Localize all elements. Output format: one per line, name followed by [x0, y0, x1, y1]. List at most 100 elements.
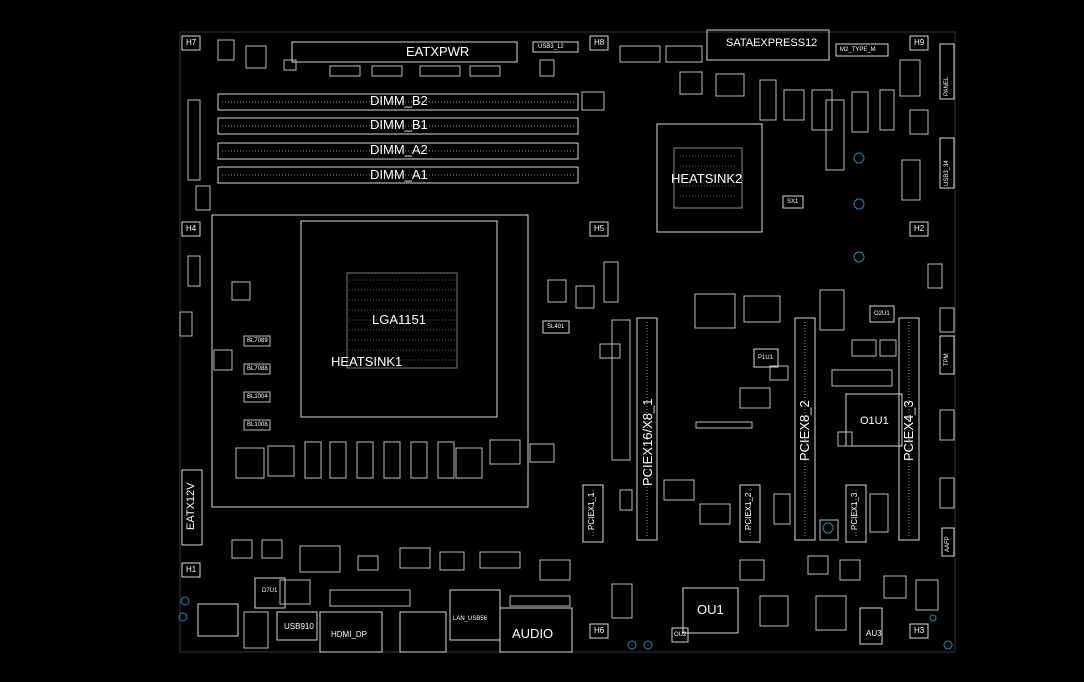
tpm-label: TPM — [944, 353, 950, 366]
via-holes — [178, 152, 953, 650]
heatsink1-label: HEATSINK1 — [331, 354, 403, 369]
cpu-socket-outline — [300, 220, 498, 418]
eatxpwr-connector — [291, 41, 518, 63]
h3-label: H3 — [914, 626, 925, 635]
heatsink2-label: HEATSINK2 — [671, 171, 743, 186]
h8-label: H8 — [594, 38, 605, 47]
h1-mount — [181, 562, 201, 578]
audio-label: AUDIO — [512, 626, 554, 641]
usb910-label: USB910 — [284, 622, 314, 631]
p1u1-label: P1U1 — [758, 355, 774, 361]
au3-chip — [859, 607, 883, 645]
o1u1-chip — [845, 393, 903, 447]
dimm-a2-slot — [217, 142, 579, 160]
usb3-label: USB3_12 — [538, 44, 564, 50]
pciex8-slot — [794, 317, 816, 541]
pciex4-label: PCIEX4_3 — [901, 400, 916, 461]
eatxpwr-label: EATXPWR — [406, 44, 470, 59]
h4-mount — [181, 221, 201, 237]
lga-pad-field — [346, 272, 458, 369]
bl7089-label: BL7089 — [247, 338, 268, 344]
bl1008-label: BL1008 — [247, 422, 268, 428]
pciex16-slot — [636, 317, 658, 541]
lan-usb-label: LAN_USB56 — [453, 616, 488, 622]
heatsink1-outline — [211, 214, 529, 508]
lga-label: LGA1151 — [372, 312, 426, 327]
ou1-chip — [682, 587, 739, 634]
hdmi-dp-port — [319, 611, 383, 653]
usb910-port — [276, 611, 318, 641]
o2u1-chip — [869, 305, 895, 323]
tpm-header — [939, 335, 955, 375]
dimm-b2-slot — [217, 93, 579, 111]
dimm-a2-label: DIMM_A2 — [370, 142, 428, 157]
audio-port — [499, 607, 573, 653]
pch-chip — [673, 147, 743, 209]
h1-label: H1 — [186, 565, 197, 574]
ou2-label: OU2 — [674, 632, 687, 638]
lan-port — [399, 611, 447, 653]
pciex1-3-label: PCIEX1_3 — [850, 492, 859, 530]
eatx12v-connector — [181, 469, 203, 546]
pciex1-2-slot — [739, 484, 761, 543]
h7-label: H7 — [186, 38, 197, 47]
m2-label: M2_TYPE_M — [840, 47, 876, 53]
panel-label: PANEL — [944, 76, 950, 96]
heatsink2-outline — [656, 123, 763, 233]
dimm-a1-label: DIMM_A1 — [370, 167, 428, 182]
sx1-label: SX1 — [787, 199, 799, 205]
sx1-chip — [782, 195, 804, 209]
h8-mount — [589, 35, 609, 51]
h5-mount — [589, 221, 609, 237]
h9-label: H9 — [914, 38, 925, 47]
eatx12v-label: EATX12V — [185, 482, 197, 531]
h5-label: H5 — [594, 224, 605, 233]
usb3-34-label: USB3_34 — [944, 160, 950, 186]
d7u1-chip — [254, 577, 286, 609]
o2u1-label: O2U1 — [874, 311, 890, 317]
h6-label: H6 — [594, 626, 605, 635]
pciex4-slot — [898, 317, 920, 541]
bl7088-label: BL7088 — [247, 366, 268, 372]
pciex8-label: PCIEX8_2 — [797, 400, 812, 461]
au3-label: AU3 — [866, 629, 882, 638]
dimm-b1-slot — [217, 117, 579, 135]
aafp-label: AAFP — [945, 536, 951, 552]
dimm-a1-slot — [217, 166, 579, 184]
board-edge — [179, 31, 956, 653]
ps2-port — [197, 603, 239, 637]
sataexpress-connector — [706, 29, 830, 61]
pciex1-1-slot — [582, 484, 604, 543]
m2-connector — [835, 43, 889, 57]
o1u1-label: O1U1 — [860, 415, 889, 427]
dimm-b2-label: DIMM_B2 — [370, 93, 428, 108]
dimm-b1-label: DIMM_B1 — [370, 117, 428, 132]
usb3-connector — [532, 41, 579, 53]
ou2-chip — [671, 627, 689, 643]
bl1004-label: BL1004 — [247, 394, 268, 400]
p1u1-chip — [753, 348, 779, 368]
board-outlines — [179, 29, 956, 653]
aafp-header — [941, 527, 955, 557]
hdmi-dp-label: HDMI_DP — [331, 630, 368, 639]
pciex16-label: PCIEX16/X8_1 — [640, 398, 655, 486]
h9-mount — [909, 35, 929, 51]
h6-mount — [589, 623, 609, 639]
lan-usb-port — [449, 589, 501, 641]
h7-mount — [181, 35, 201, 51]
usb3-34-header — [939, 137, 955, 189]
h2-label: H2 — [914, 224, 925, 233]
sataexpress-label: SATAEXPRESS12 — [726, 37, 818, 49]
sl401-label: SL401 — [547, 324, 565, 330]
panel-header — [939, 43, 955, 100]
h2-mount — [909, 221, 929, 237]
h3-mount — [909, 623, 929, 639]
pciex1-3-slot — [845, 484, 867, 543]
sl401-chip — [542, 320, 570, 334]
ou1-label: OU1 — [697, 602, 724, 617]
h4-label: H4 — [186, 224, 197, 233]
pciex1-2-label: PCIEX1_2 — [744, 492, 753, 530]
d7u1-label: D7U1 — [262, 588, 278, 594]
pciex1-1-label: PCIEX1_1 — [587, 492, 596, 530]
